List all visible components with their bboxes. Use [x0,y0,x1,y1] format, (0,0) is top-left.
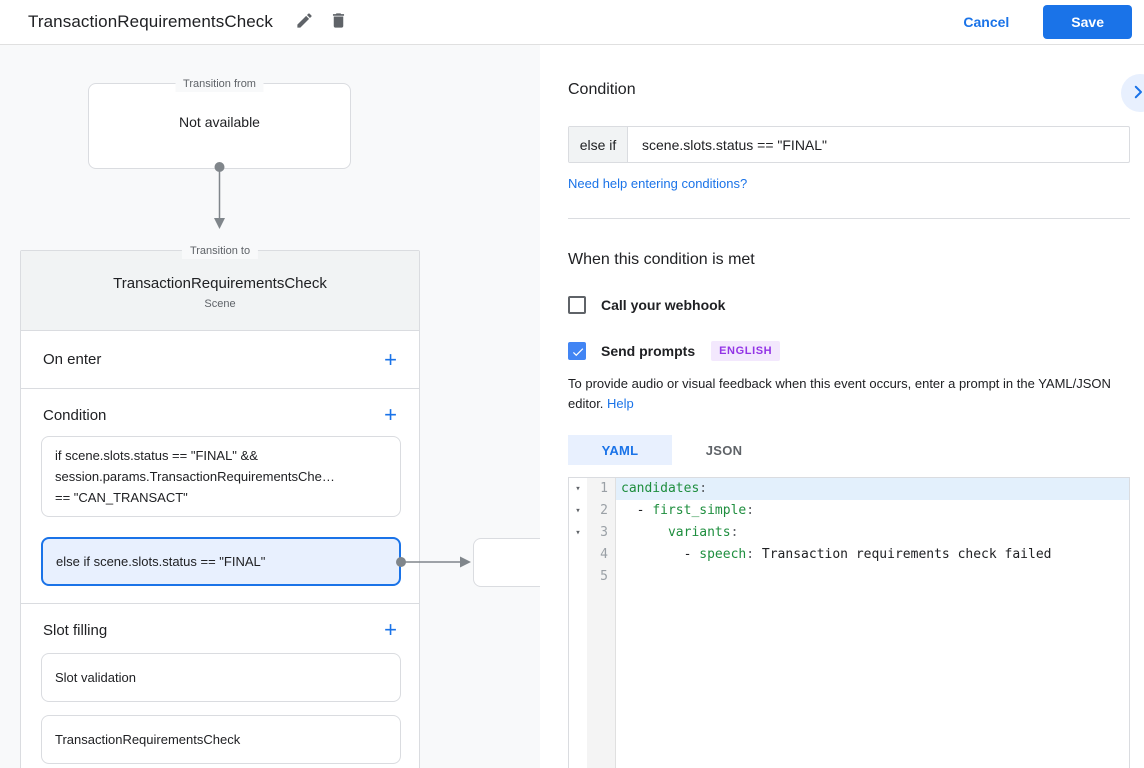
fold-arrow-icon[interactable]: ▾ [575,484,581,494]
transition-target-node[interactable] [473,538,540,587]
webhook-checkbox[interactable] [568,296,586,314]
page-title: TransactionRequirementsCheck [28,12,273,31]
slot-item-label: TransactionRequirementsCheck [55,732,241,747]
tab-yaml[interactable]: YAML [568,435,672,465]
transition-from-node[interactable]: Transition from Not available [88,76,351,169]
transition-from-legend: Transition from [175,76,264,92]
condition-header-section: Condition else if Need help entering con… [540,45,1144,219]
on-enter-label: On enter [43,351,102,368]
prompt-description-text: To provide audio or visual feedback when… [568,376,1111,411]
tab-json[interactable]: JSON [705,442,743,458]
condition-input-row: else if [568,126,1130,163]
condition-editor-panel: Condition else if Need help entering con… [540,45,1144,768]
webhook-label: Call your webhook [601,297,726,313]
chevron-right-icon [1129,83,1144,104]
pencil-icon [295,11,314,33]
collapse-panel-button[interactable] [1121,74,1144,112]
save-button[interactable]: Save [1043,5,1132,39]
condition-section-label: Condition [43,406,107,424]
prompt-description: To provide audio or visual feedback when… [568,374,1130,414]
code-line[interactable]: - speech: Transaction requirements check… [621,547,1052,562]
code-line[interactable]: candidates: [616,478,1129,500]
condition-section: Condition + if scene.slots.status == "FI… [21,389,419,603]
transition-to-legend: Transition to [181,243,259,259]
editor-tabs: YAML JSON [568,435,1130,465]
fold-gutter-cell [569,544,587,566]
add-condition-button[interactable]: + [382,404,399,426]
send-prompts-label: Send prompts [601,343,696,359]
condition-item-1[interactable]: if scene.slots.status == "FINAL" && sess… [41,436,401,517]
line-number: 2 [600,503,608,518]
fold-arrow-icon[interactable]: ▾ [575,528,581,538]
on-enter-row[interactable]: On enter + [21,331,419,389]
slot-filling-label: Slot filling [43,621,108,639]
send-prompts-row: Send prompts ENGLISH [568,341,1130,361]
slot-item-2[interactable]: TransactionRequirementsCheck [41,715,401,764]
fold-gutter-cell [569,566,587,588]
line-number: 3 [600,525,608,540]
trash-icon [329,11,348,33]
slot-filling-section: Slot filling + Slot validation Transacti… [21,603,419,768]
condition-item-2-selected[interactable]: else if scene.slots.status == "FINAL" [41,537,401,586]
line-number-gutter: 1 2 3 4 5 [587,478,616,768]
top-bar: TransactionRequirementsCheck Cancel Save [0,0,1144,45]
add-slot-button[interactable]: + [382,619,399,641]
slot-item-1[interactable]: Slot validation [41,653,401,702]
scene-title: TransactionRequirementsCheck [113,275,327,292]
plus-icon: + [384,402,397,427]
scene-type-label: Scene [204,298,236,310]
condition-text-line: if scene.slots.status == "FINAL" && [55,448,258,463]
scene-node[interactable]: Transition to TransactionRequirementsChe… [20,243,420,768]
diagram-canvas: Transition from Not available Transition… [0,45,540,768]
condition-text-line: else if scene.slots.status == "FINAL" [56,554,266,569]
when-met-title: When this condition is met [568,251,755,268]
condition-expression-input[interactable] [628,127,1129,162]
line-number: 4 [600,547,608,562]
help-link[interactable]: Help [607,396,634,411]
send-prompts-checkbox[interactable] [568,342,586,360]
fold-gutter: ▾ ▾ ▾ [569,478,587,768]
plus-icon: + [384,346,397,372]
panel-title: Condition [568,81,636,98]
transition-arrow-down [214,162,225,229]
edit-button[interactable] [287,5,321,39]
condition-prefix-label: else if [569,127,628,162]
code-editor[interactable]: ▾ ▾ ▾ 1 2 3 4 5 candidates: - first_simple: va… [568,477,1130,768]
line-number: 5 [600,569,608,584]
transition-from-value: Not available [179,114,260,130]
language-badge: ENGLISH [711,341,781,361]
scene-header: Transition to TransactionRequirementsChe… [21,243,419,331]
condition-text-line: session.params.TransactionRequirementsCh… [55,469,335,484]
condition-text-line: == "CAN_TRANSACT" [55,490,188,505]
code-line[interactable]: variants: [667,525,739,540]
conditions-help-link[interactable]: Need help entering conditions? [568,176,748,191]
delete-button[interactable] [321,5,355,39]
main-area: Transition from Not available Transition… [0,45,1144,768]
when-condition-met-section: When this condition is met Call your web… [540,251,1144,768]
plus-icon: + [384,617,397,642]
add-on-enter-button[interactable]: + [382,346,399,372]
line-number: 1 [600,481,608,496]
cancel-button[interactable]: Cancel [947,6,1025,38]
section-divider [568,218,1130,219]
webhook-row: Call your webhook [568,296,1130,314]
code-line[interactable]: - first_simple: [621,503,755,518]
condition-connector-arrow [396,556,471,568]
code-lines: candidates: - first_simple: variants: - … [616,478,1129,768]
slot-item-label: Slot validation [55,670,136,685]
fold-arrow-icon[interactable]: ▾ [575,506,581,516]
code-line[interactable] [616,566,1129,588]
